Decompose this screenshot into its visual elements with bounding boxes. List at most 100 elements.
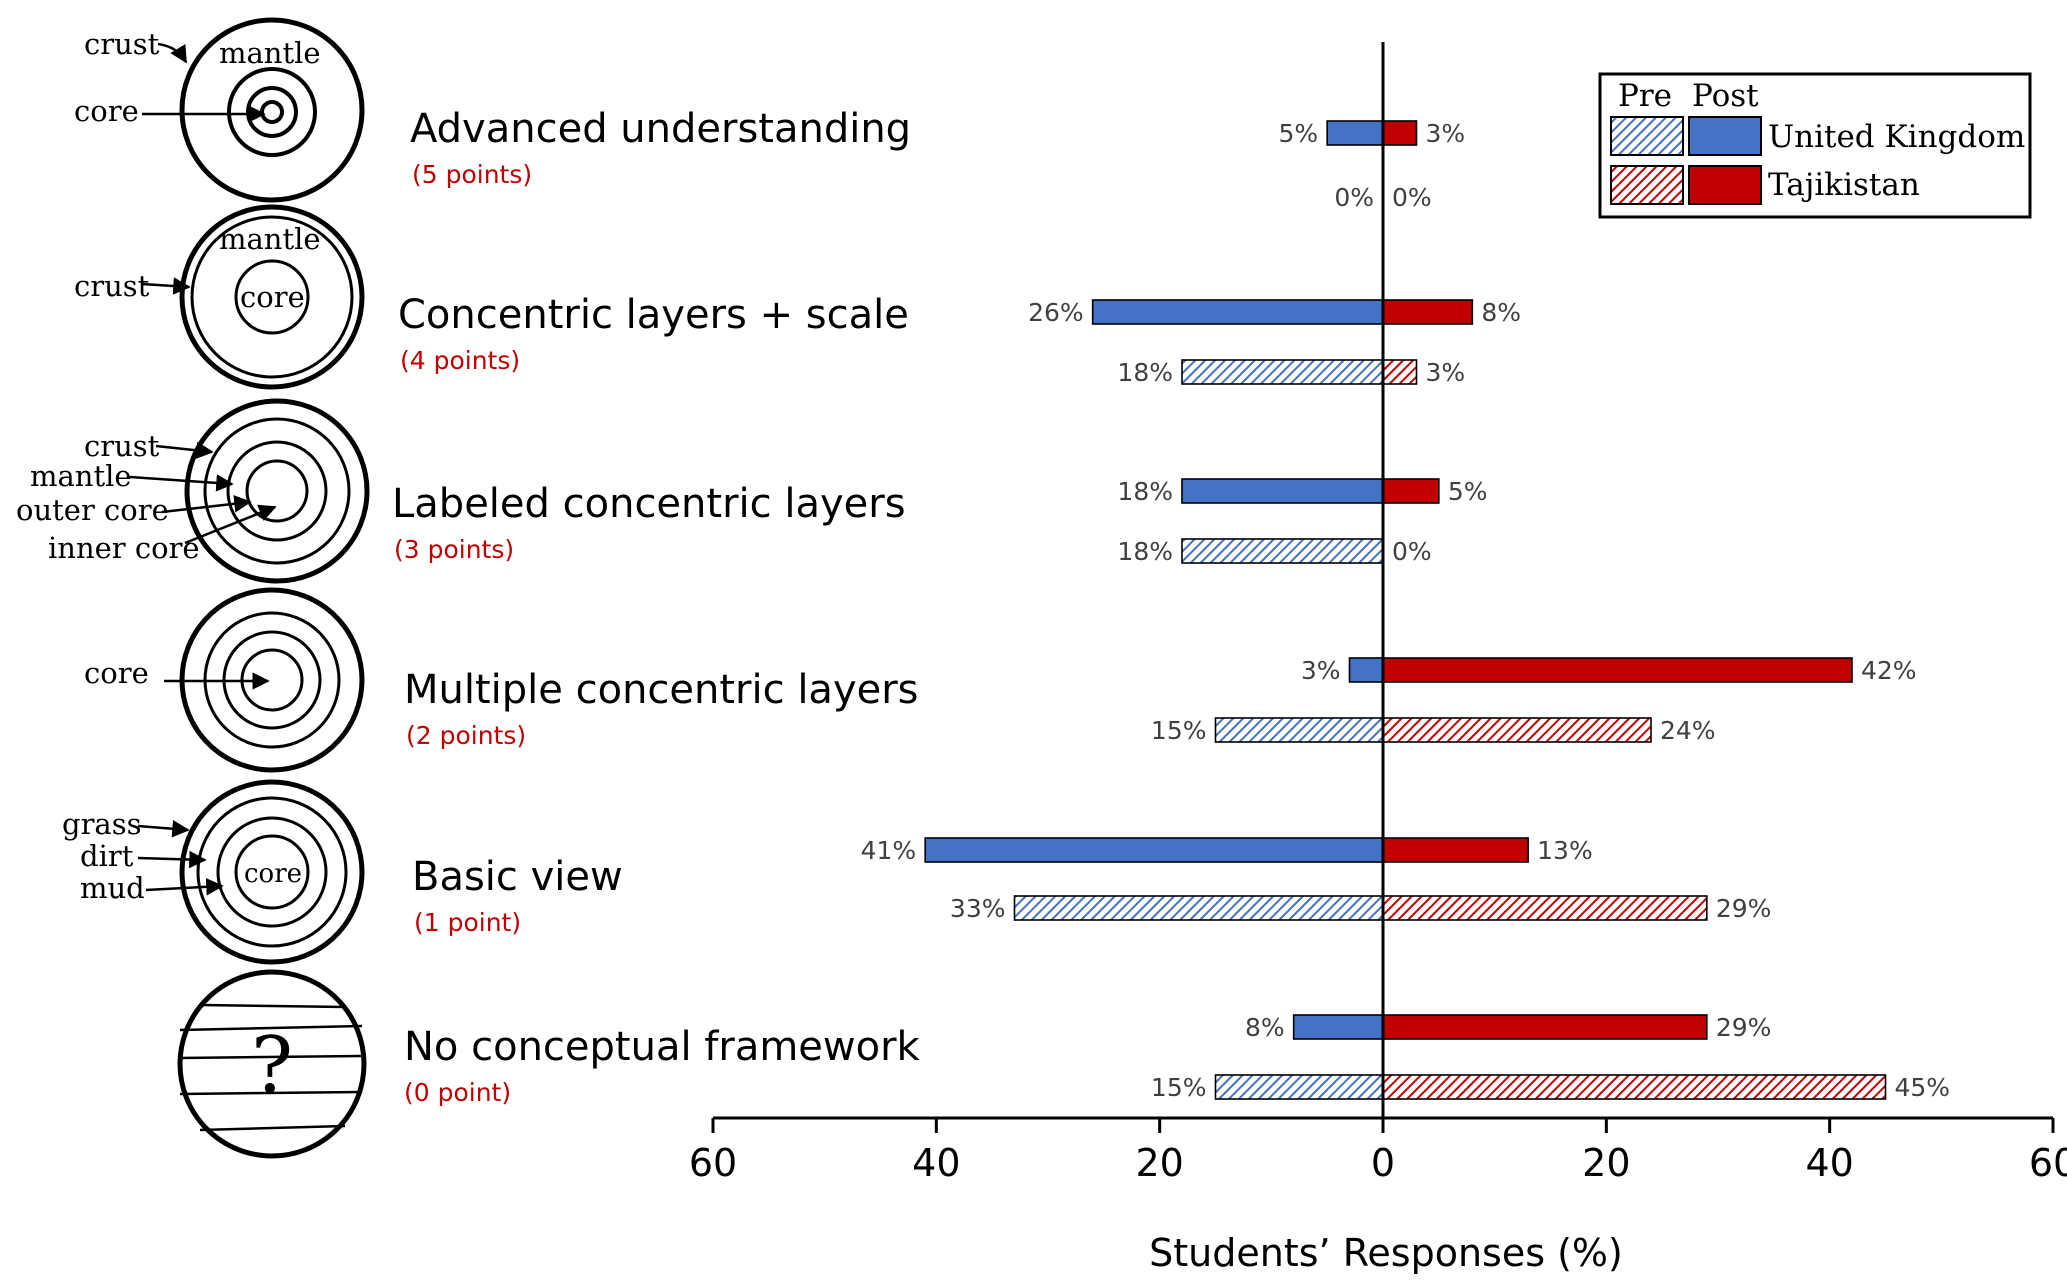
value-label-uk-pre-labeled: 18% — [1117, 537, 1173, 566]
category-title-multiple: Multiple concentric layers — [404, 667, 919, 713]
x-tick-label: 40 — [912, 1141, 960, 1185]
legend-swatch-uk-pre — [1610, 116, 1684, 156]
value-label-tj-post-labeled: 5% — [1448, 477, 1488, 506]
x-axis-ticks: 60 40 20 0 20 40 60 — [689, 1118, 2067, 1185]
value-label-tj-pre-labeled: 0% — [1392, 537, 1432, 566]
bar-tj-pre-multiple — [1382, 717, 1652, 743]
bar-uk-pre-scale — [1181, 359, 1384, 385]
bar-uk-post-labeled — [1181, 478, 1384, 504]
mud-label: mud — [80, 871, 145, 905]
crust-label: crust — [84, 429, 160, 463]
x-tick-label: 60 — [689, 1141, 737, 1185]
bar-uk-post-none — [1292, 1014, 1384, 1040]
value-label-tj-post-scale: 8% — [1481, 298, 1521, 327]
category-title-advanced: Advanced understanding — [410, 106, 911, 152]
category-points-none: (0 point) — [404, 1078, 511, 1107]
legend-swatch-tj-post — [1688, 165, 1762, 205]
bar-uk-post-multiple — [1348, 657, 1384, 683]
earth-cross-section-scale-icon: mantle crust core — [74, 204, 365, 390]
core-label: core — [74, 94, 139, 128]
crust-label: crust — [84, 27, 160, 61]
crust-label: crust — [74, 269, 150, 303]
core-label: core — [244, 859, 302, 889]
x-axis-title: Students’ Responses (%) — [1149, 1231, 1623, 1275]
question-mark-glyph: ? — [251, 1021, 293, 1111]
earth-cross-section-advanced-icon: crust mantle core — [74, 17, 365, 203]
value-label-tj-pre-scale: 3% — [1426, 358, 1466, 387]
value-label-tj-post-multiple: 42% — [1861, 656, 1917, 685]
value-label-tj-post-advanced: 3% — [1426, 119, 1466, 148]
category-title-basic: Basic view — [412, 854, 623, 900]
value-label-tj-pre-none: 45% — [1895, 1073, 1951, 1102]
category-points-labeled: (3 points) — [394, 535, 514, 564]
bar-uk-post-basic — [924, 837, 1384, 863]
category-points-basic: (1 point) — [414, 908, 521, 937]
x-tick-label: 40 — [1805, 1141, 1853, 1185]
core-label: core — [240, 280, 305, 314]
bar-tj-pre-scale — [1382, 359, 1418, 385]
value-label-uk-post-none: 8% — [1245, 1013, 1285, 1042]
value-label-uk-post-multiple: 3% — [1301, 656, 1341, 685]
legend-swatch-uk-post — [1688, 116, 1762, 156]
legend-header-pre: Pre — [1618, 78, 1672, 114]
bar-tj-post-none — [1382, 1014, 1708, 1040]
x-tick-label: 20 — [1582, 1141, 1630, 1185]
value-label-tj-pre-multiple: 24% — [1660, 716, 1716, 745]
category-points-scale: (4 points) — [400, 346, 520, 375]
earth-cross-section-labeled-icon: crust mantle outer core inner core — [16, 398, 370, 584]
bar-uk-post-advanced — [1326, 120, 1384, 146]
value-label-tj-post-basic: 13% — [1537, 836, 1593, 865]
value-label-uk-pre-multiple: 15% — [1151, 716, 1207, 745]
category-title-labeled: Labeled concentric layers — [392, 481, 906, 527]
bar-uk-pre-basic — [1013, 895, 1384, 921]
bar-tj-post-advanced — [1382, 120, 1418, 146]
category-title-none: No conceptual framework — [404, 1024, 921, 1070]
legend-entry-tj: Tajikistan — [1768, 167, 1920, 203]
value-label-uk-post-labeled: 18% — [1117, 477, 1173, 506]
x-tick-label: 20 — [1135, 1141, 1183, 1185]
core-label: core — [84, 656, 149, 690]
earth-cross-section-basic-icon: grass dirt mud core — [62, 779, 365, 965]
value-label-uk-post-advanced: 5% — [1278, 119, 1318, 148]
bar-uk-pre-none — [1214, 1074, 1384, 1100]
mantle-label: mantle — [219, 222, 321, 256]
bar-tj-post-labeled — [1382, 478, 1440, 504]
dirt-label: dirt — [80, 839, 134, 873]
value-label-uk-pre-basic: 33% — [950, 894, 1006, 923]
value-label-tj-pre-basic: 29% — [1716, 894, 1772, 923]
bar-value-labels: 5% 26% 18% 3% 41% 8% 0% 18% 18% 15% 33% 15% 3% 8% 5% 42… — [861, 119, 1950, 1102]
value-label-uk-post-scale: 26% — [1028, 298, 1084, 327]
legend-swatch-tj-pre — [1610, 165, 1684, 205]
bar-marks — [924, 120, 1887, 1100]
bar-tj-pre-basic — [1382, 895, 1708, 921]
bar-tj-post-multiple — [1382, 657, 1853, 683]
x-tick-label: 60 — [2029, 1141, 2067, 1185]
value-label-tj-pre-advanced: 0% — [1392, 183, 1432, 212]
bar-uk-pre-multiple — [1214, 717, 1384, 743]
value-label-uk-post-basic: 41% — [861, 836, 917, 865]
legend-header-post: Post — [1692, 78, 1759, 114]
category-points-multiple: (2 points) — [406, 721, 526, 750]
value-label-uk-pre-advanced: 0% — [1334, 183, 1374, 212]
legend: Pre Post United Kingdom Tajikistan — [1598, 72, 2032, 219]
bar-uk-pre-labeled — [1181, 538, 1384, 564]
question-mark-circle-icon: ? — [177, 969, 367, 1159]
bar-tj-pre-none — [1382, 1074, 1887, 1100]
bar-tj-post-basic — [1382, 837, 1529, 863]
bar-uk-post-scale — [1091, 299, 1384, 325]
legend-entry-uk: United Kingdom — [1768, 119, 2025, 155]
value-label-uk-pre-none: 15% — [1151, 1073, 1207, 1102]
mantle-label: mantle — [30, 459, 132, 493]
inner-core-label: inner core — [48, 531, 200, 565]
bar-tj-post-scale — [1382, 299, 1474, 325]
category-labels: Advanced understanding (5 points) Concen… — [392, 106, 921, 1107]
earth-cross-section-multiple-icon: core — [84, 587, 365, 773]
x-axis: 60 40 20 0 20 40 60 Students’ Responses (%) — [689, 1116, 2067, 1275]
value-label-tj-post-none: 29% — [1716, 1013, 1772, 1042]
x-tick-label: 0 — [1371, 1141, 1395, 1185]
grass-label: grass — [62, 807, 141, 841]
outer-core-label: outer core — [16, 493, 169, 527]
value-label-uk-pre-scale: 18% — [1117, 358, 1173, 387]
mantle-label: mantle — [219, 36, 321, 70]
